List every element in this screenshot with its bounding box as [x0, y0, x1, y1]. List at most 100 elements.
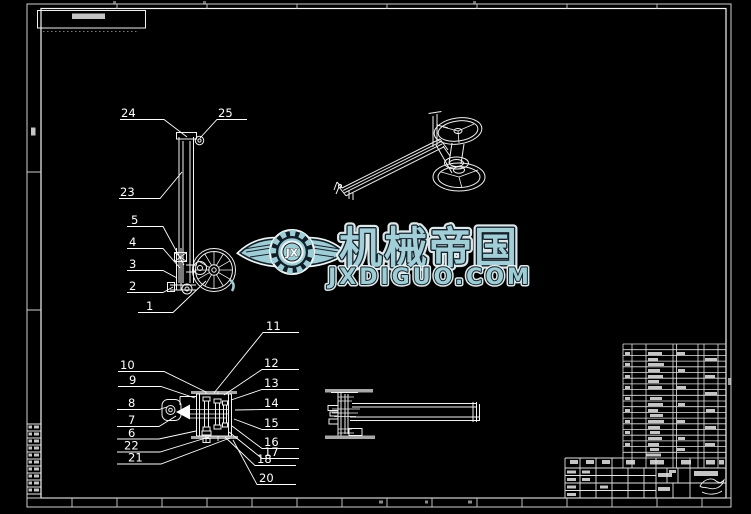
bom-row-lines [623, 343, 726, 459]
leader-1 [138, 280, 207, 313]
callout-label-17: 17 [264, 445, 279, 459]
leader-18 [224, 436, 296, 466]
iso-top-bracket [428, 111, 449, 147]
parts-list-table [622, 343, 726, 468]
callout-label-16: 16 [264, 435, 279, 449]
callout-label-5: 5 [131, 213, 138, 227]
isometric-view [333, 111, 486, 200]
leader-13 [230, 389, 299, 401]
bracket-plate [176, 248, 182, 290]
callout-label-8: 8 [128, 396, 135, 410]
leader-24 [120, 119, 188, 138]
iso-flange [444, 156, 469, 170]
callout-label-22: 22 [124, 439, 139, 453]
callout-label-24: 24 [121, 106, 136, 120]
iso-hand-wheel [433, 117, 483, 145]
top-knob [194, 135, 205, 146]
long-beam [350, 403, 479, 421]
callout-label-1: 1 [146, 299, 153, 313]
leader-7 [117, 415, 177, 427]
leader-12 [223, 369, 299, 396]
leader-15 [233, 418, 299, 430]
callout-label-3: 3 [129, 257, 136, 271]
watermark-text: 机械帝国 机械帝国 JXDIGUO.COM JXDIGUO.COM [324, 221, 532, 293]
site-text: JXDIGUO.COM [326, 265, 532, 290]
brand-text: 机械帝国 [339, 224, 519, 274]
callout-label-20: 20 [259, 471, 274, 485]
side-bracket [161, 399, 182, 421]
zone-ticks [71, 4, 703, 507]
iso-ground-ring [432, 162, 486, 192]
approval-stamp [699, 478, 725, 490]
revision-strip-rows [27, 423, 41, 495]
callout-label-2: 2 [129, 279, 136, 293]
leader-21 [117, 437, 231, 465]
bracket-foot [167, 282, 175, 292]
leader-2 [127, 286, 174, 293]
callout-label-10: 10 [120, 358, 135, 372]
gear-teeth [270, 230, 314, 274]
ground-wheel-rim [192, 248, 236, 292]
callout-label-4: 4 [129, 235, 136, 249]
leader-23 [119, 171, 183, 199]
leader-4 [127, 248, 181, 269]
belt-wedge [176, 404, 190, 420]
leader-3 [127, 270, 178, 279]
iso-column [435, 138, 465, 174]
illegible-text-marks [28, 1, 732, 504]
logo-monogram: JX [285, 247, 299, 260]
callout-label-18: 18 [257, 452, 272, 466]
leader-16 [231, 425, 299, 449]
title-block [564, 457, 726, 498]
outer-trim-border [26, 3, 732, 508]
callout-label-23: 23 [120, 185, 135, 199]
iso-handle-beam [341, 138, 445, 197]
callout-label-7: 7 [128, 413, 135, 427]
leader-25 [199, 119, 247, 139]
leader-11 [213, 332, 299, 394]
leader-5 [127, 226, 185, 266]
callout-label-13: 13 [264, 376, 279, 390]
callout-label-11: 11 [266, 319, 281, 333]
leader-6 [117, 430, 197, 440]
detail-view-callout-leaders [117, 332, 299, 485]
callout-label-21: 21 [128, 451, 143, 465]
leader-9 [118, 386, 196, 399]
gear-housing [196, 393, 232, 437]
detail-view [161, 391, 238, 443]
top-zone-ticks [116, 4, 658, 9]
leader-22 [117, 436, 210, 453]
front-view [167, 132, 236, 295]
left-zone-dividers [27, 171, 41, 311]
callout-label-15: 15 [264, 416, 279, 430]
callout-label-25: 25 [218, 106, 233, 120]
axle-flange [193, 261, 207, 275]
beam-phantom-bottom [325, 435, 375, 439]
side-view [325, 389, 480, 439]
front-view-callouts [119, 119, 247, 313]
bom-column-lines [622, 344, 719, 468]
top-left-box-border [37, 10, 146, 29]
leader-10 [118, 371, 207, 393]
beam-end-cap [472, 402, 480, 422]
watermark: JX 机械帝国 机械帝国 JXDIGUO.COM JXDIGUO.COM [229, 221, 532, 293]
leader-8 [117, 406, 168, 410]
brand-text-halo: 机械帝国 [339, 224, 519, 274]
leader-17 [228, 431, 299, 459]
revision-strip-table [27, 423, 41, 495]
bottom-zone-ticks [71, 498, 703, 507]
callout-label-12: 12 [264, 356, 279, 370]
leader-20 [232, 439, 296, 485]
site-text-halo: JXDIGUO.COM [326, 265, 532, 290]
title-block-rows [565, 457, 726, 491]
title-box-top-left [37, 10, 146, 32]
wheel-hub [208, 264, 220, 276]
drawing-frame [26, 3, 732, 508]
callout-label-6: 6 [128, 426, 135, 440]
callout-label-9: 9 [129, 373, 136, 387]
leader-14 [234, 409, 299, 411]
callout-label-14: 14 [264, 396, 279, 410]
post-tube [178, 137, 194, 283]
